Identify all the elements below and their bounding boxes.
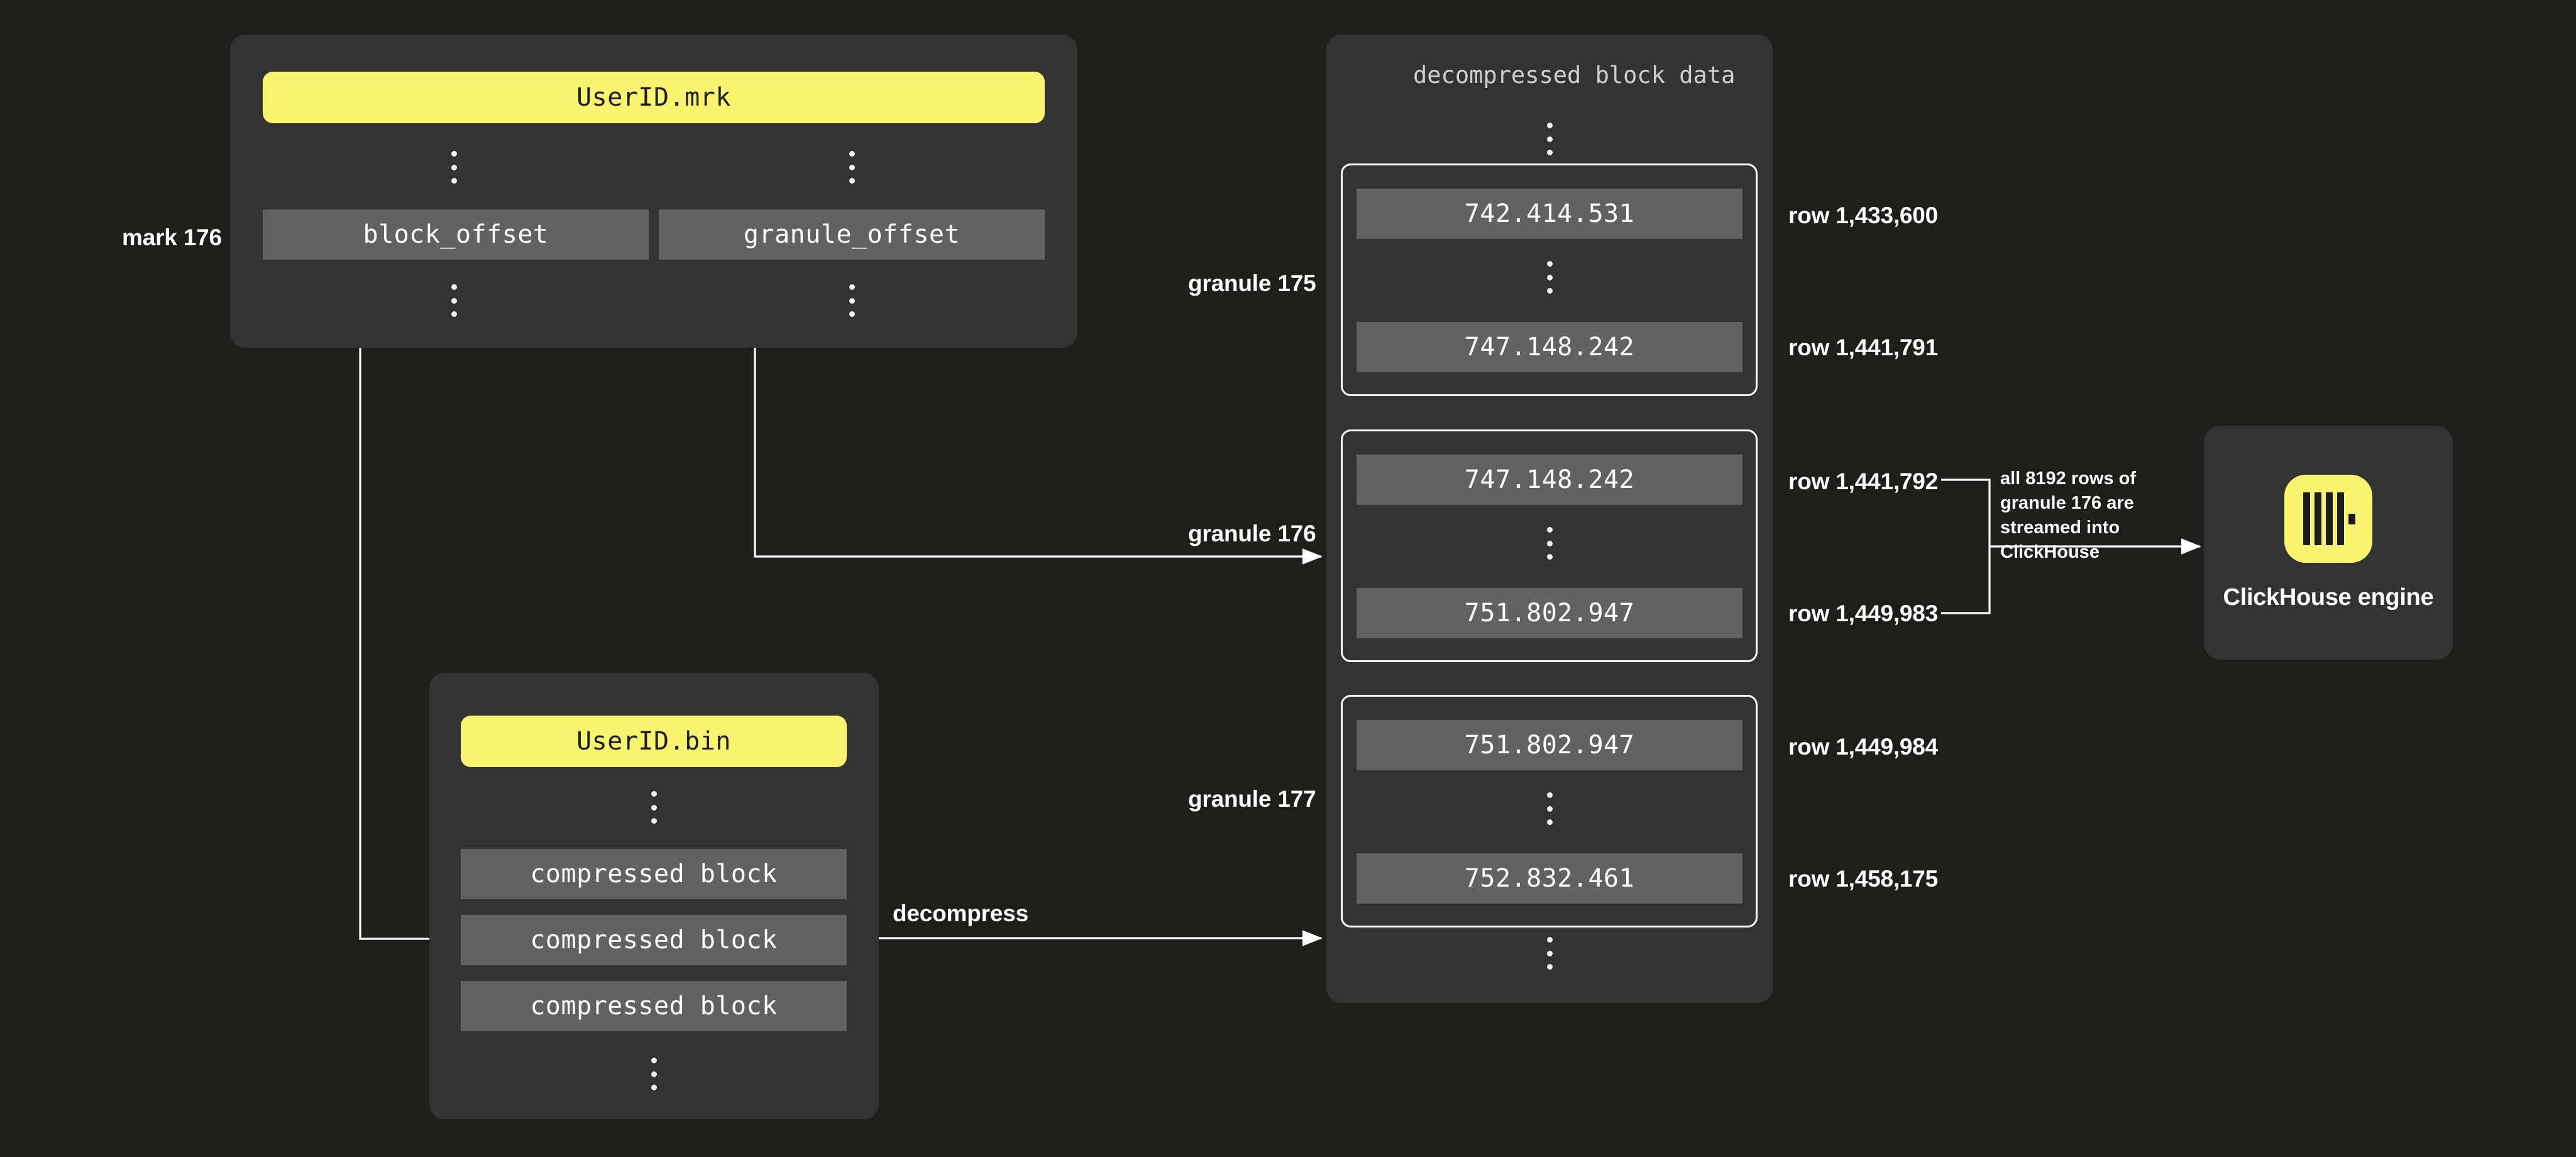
granule-175-last-row-label: row 1,441,791 — [1788, 335, 1939, 360]
granule-177-first-row-label: row 1,449,984 — [1788, 734, 1939, 760]
mark-dots-top-left — [451, 151, 457, 184]
granule-175-dots — [1547, 261, 1553, 294]
granule-175-box — [1341, 163, 1758, 396]
mark-dots-bottom-right — [849, 284, 855, 317]
mark-file-name: UserID.mrk — [263, 72, 1045, 123]
granule-175-first-value: 742.414.531 — [1357, 189, 1742, 239]
bin-file-name: UserID.bin — [461, 716, 847, 767]
decompressed-panel-title: decompressed block data — [1413, 62, 1736, 89]
mark-cell-granule-offset[interactable]: granule_offset — [659, 209, 1045, 260]
mark-cell-block-offset[interactable]: block_offset — [263, 209, 649, 260]
bin-dots-top — [651, 791, 657, 824]
granule-175-last-value: 747.148.242 — [1357, 322, 1742, 372]
granule-176-last-value: 751.802.947 — [1357, 588, 1742, 638]
granule-176-first-value: 747.148.242 — [1357, 455, 1742, 505]
granule-176-dots — [1547, 527, 1553, 560]
bin-compressed-block-2[interactable]: compressed block — [461, 915, 847, 965]
granule-177-first-value: 751.802.947 — [1357, 720, 1742, 770]
decompress-edge-label: decompress — [893, 900, 1028, 926]
granule-177-box — [1341, 695, 1758, 927]
bin-compressed-block-1[interactable]: compressed block — [461, 849, 847, 899]
granule-177-dots — [1547, 792, 1553, 825]
granule-176-last-row-label: row 1,449,983 — [1788, 601, 1939, 626]
mark-dots-top-right — [849, 151, 855, 184]
granule-176-box — [1341, 429, 1758, 662]
granule-177-last-value: 752.832.461 — [1357, 853, 1742, 904]
stream-note: all 8192 rows of granule 176 are streame… — [2000, 468, 2136, 562]
mark-number-label: mark 176 — [122, 224, 222, 250]
bin-dots-bottom — [651, 1058, 657, 1090]
granule-175-first-row-label: row 1,433,600 — [1788, 202, 1939, 228]
decompressed-dots-bottom — [1547, 937, 1553, 970]
clickhouse-logo-icon — [2284, 474, 2372, 563]
granule-176-first-row-label: row 1,441,792 — [1788, 468, 1939, 494]
clickhouse-engine-card[interactable]: ClickHouse engine — [2204, 426, 2453, 660]
clickhouse-engine-label: ClickHouse engine — [2223, 584, 2434, 611]
bin-compressed-block-3[interactable]: compressed block — [461, 981, 847, 1031]
granule-177-label: granule 177 — [1188, 786, 1316, 812]
granule-175-label: granule 175 — [1188, 270, 1316, 296]
granule-177-last-row-label: row 1,458,175 — [1788, 866, 1939, 892]
decompressed-dots-top — [1547, 123, 1553, 155]
granule-176-label: granule 176 — [1188, 521, 1316, 546]
mark-dots-bottom-left — [451, 284, 457, 317]
